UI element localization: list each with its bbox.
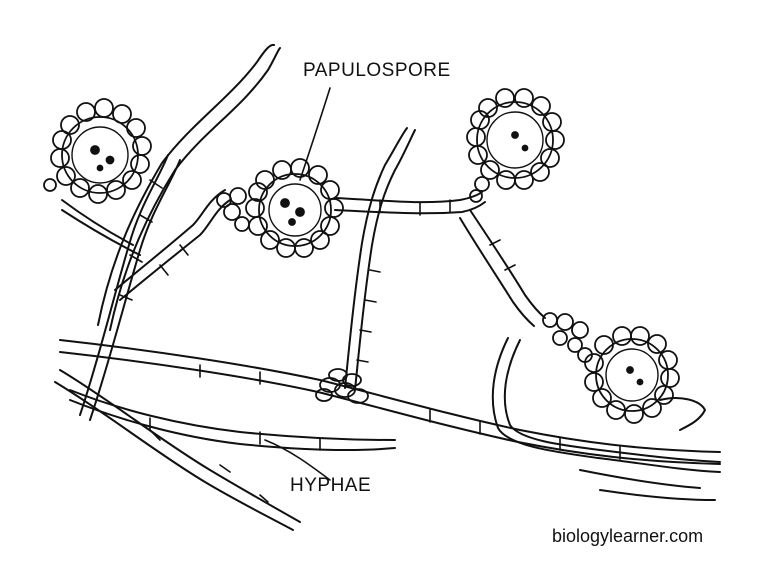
papulospore-leader-line xyxy=(299,87,331,181)
watermark-credit: biologylearner.com xyxy=(552,526,704,546)
hypha-right-descending xyxy=(469,209,546,319)
hypha-center-right-horizontal-inner xyxy=(334,201,486,215)
hyphae-septa xyxy=(119,179,621,503)
hypha-bottom-right-inner xyxy=(491,337,721,473)
hypha-center-up-inner xyxy=(344,127,408,389)
papulospore-2 xyxy=(216,158,344,258)
hyphae-group xyxy=(54,43,721,531)
papulospore-1 xyxy=(43,98,152,204)
hypha-left-diagonal-2 xyxy=(89,159,181,421)
hypha-top-left-long-inner xyxy=(97,43,275,326)
hypha-left-to-center-inner xyxy=(114,189,226,291)
hypha-branch-to-spore-1-inner xyxy=(61,199,134,246)
hypha-center-right-horizontal xyxy=(334,191,483,204)
hypha-bottom-long-inner xyxy=(59,351,721,465)
hypha-bottom-right-frill xyxy=(579,397,716,501)
papulospore-label: PAPULOSPORE xyxy=(303,60,451,81)
hypha-branch-to-spore-1 xyxy=(61,209,141,256)
hypha-bottom-long xyxy=(59,339,721,453)
hypha-cell-chain xyxy=(315,368,369,404)
hypha-bottom-left-curve-inner xyxy=(54,381,294,531)
hypha-center-up xyxy=(354,129,416,391)
hypha-bottom-right xyxy=(503,339,721,463)
hypha-bottom-left-curve xyxy=(59,369,301,523)
hypha-right-descending-inner xyxy=(459,217,535,327)
hyphae-label: HYPHAE xyxy=(290,475,372,496)
papulospore-3 xyxy=(466,88,565,203)
hypha-lower-left-to-label-inner xyxy=(69,399,396,452)
papulospore-4 xyxy=(542,312,680,424)
hyphae-leader-line xyxy=(264,439,331,481)
hypha-left-to-center xyxy=(119,199,231,301)
hypha-top-left-long xyxy=(109,47,281,331)
